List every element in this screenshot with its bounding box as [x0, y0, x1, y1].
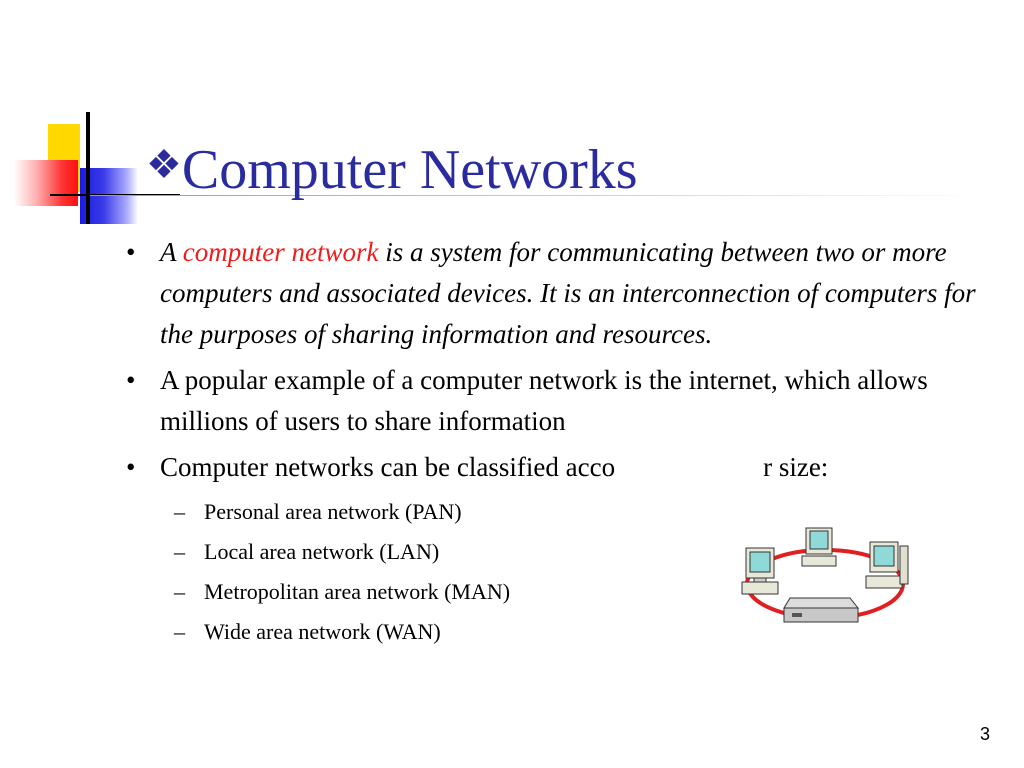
bullet-text: A popular example of a computer network …: [160, 365, 928, 436]
slide-title-text: Computer Networks: [181, 139, 638, 201]
bullet-definition: • A computer network is a system for com…: [126, 232, 986, 355]
bullet-lead: A: [160, 237, 177, 267]
bullet-text: Computer networks can be classified acco: [160, 452, 616, 482]
bullet-marker: •: [126, 365, 136, 395]
diamond-bullet-icon: ❖: [146, 142, 182, 187]
list-item-label: Metropolitan area network (MAN): [204, 579, 511, 604]
dash-marker: –: [174, 619, 185, 644]
bullet-text-tail: r size:: [763, 452, 829, 482]
dash-marker: –: [174, 539, 185, 564]
highlight-term: computer network: [182, 237, 379, 267]
title-underline: [90, 195, 990, 196]
list-item: – Metropolitan area network (MAN): [126, 572, 986, 612]
slide-body: • A computer network is a system for com…: [126, 232, 986, 652]
list-item: – Wide area network (WAN): [126, 612, 986, 652]
bullet-marker: •: [126, 452, 136, 482]
network-types-list: – Personal area network (PAN) – Local ar…: [126, 492, 986, 652]
decor-red-bar: [14, 160, 78, 206]
network-ring-illustration-icon: [736, 526, 914, 632]
bullet-example: • A popular example of a computer networ…: [126, 360, 986, 442]
bullet-classification: • Computer networks can be classified ac…: [126, 447, 986, 488]
slide-title: ❖Computer Networks: [146, 138, 638, 207]
list-item: – Local area network (LAN): [126, 532, 986, 572]
bullet-marker: •: [126, 237, 136, 267]
bullet-rest: is a system for communicating between tw…: [160, 237, 976, 349]
list-item-label: Local area network (LAN): [204, 539, 440, 564]
list-item: – Personal area network (PAN): [126, 492, 986, 532]
dash-marker: –: [174, 579, 185, 604]
decor-vertical-line: [86, 112, 90, 224]
list-item-label: Wide area network (WAN): [204, 619, 441, 644]
dash-marker: –: [174, 499, 185, 524]
list-item-label: Personal area network (PAN): [204, 499, 462, 524]
page-number: 3: [979, 724, 990, 744]
